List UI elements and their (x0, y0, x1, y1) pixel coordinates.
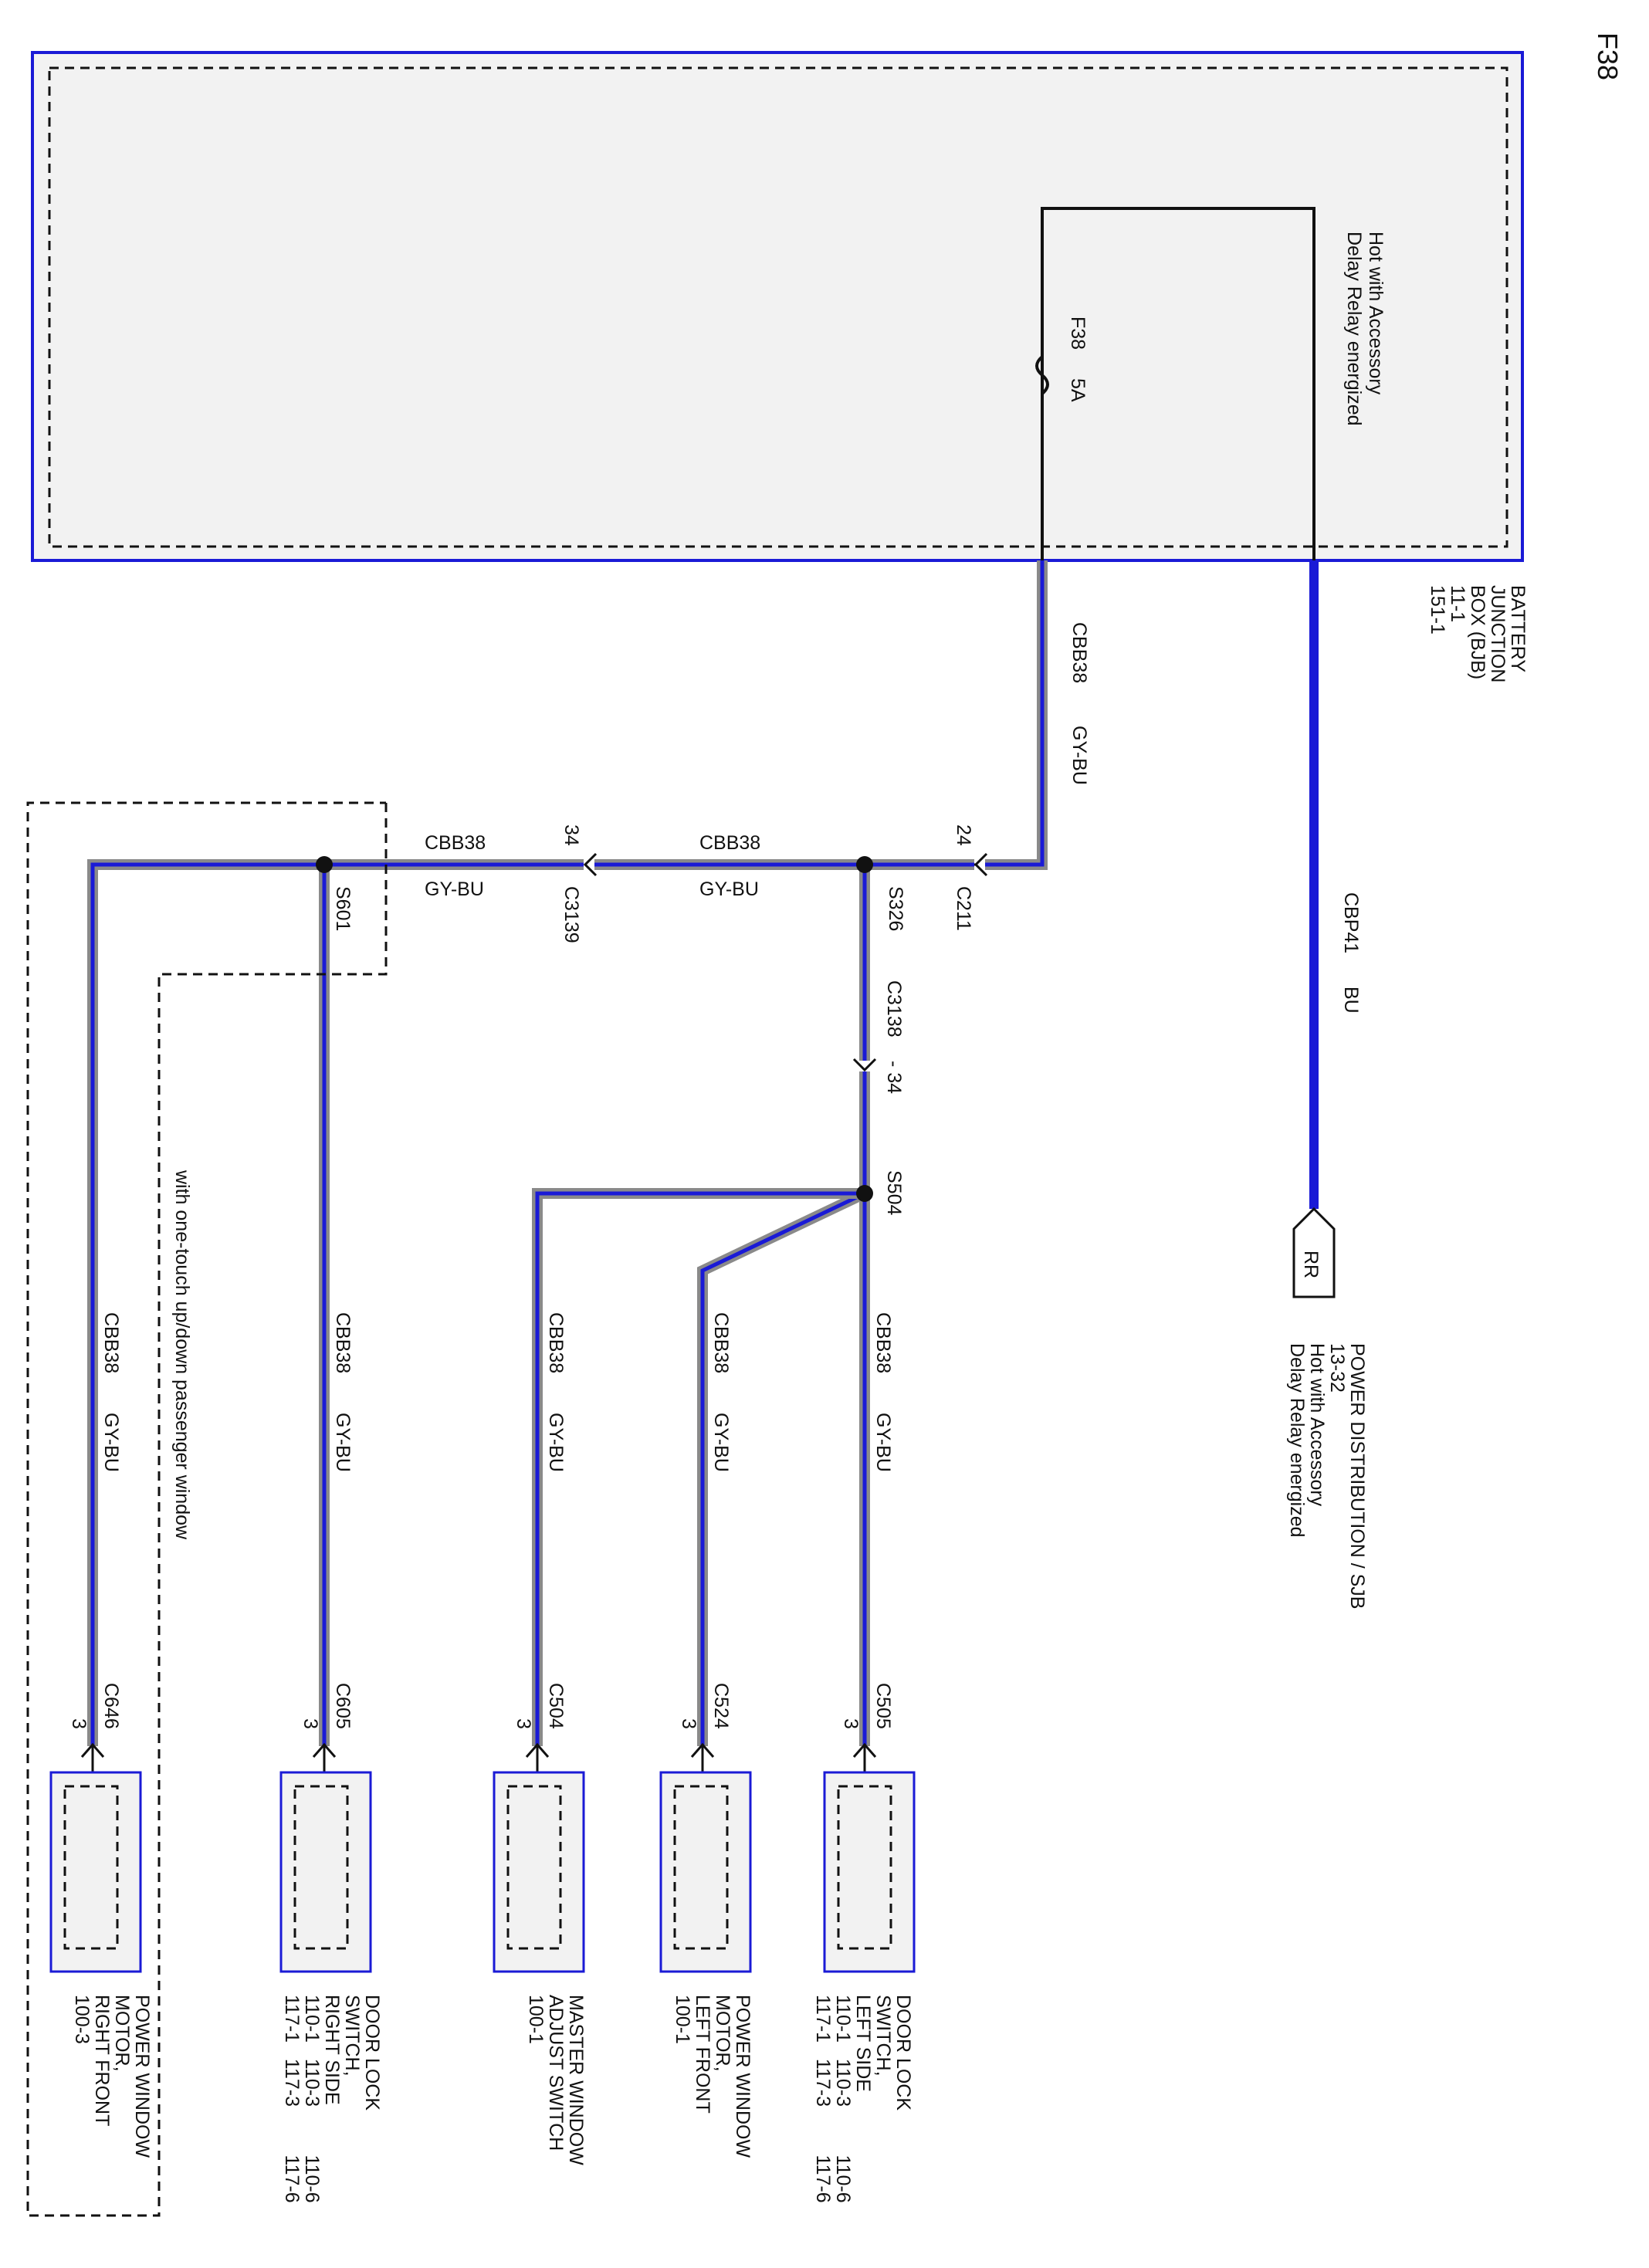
option-boundary (26, 801, 388, 2217)
branch-c605-connector: C605 (332, 1683, 354, 1729)
branch-c605-comp-3: RIGHT SIDE (321, 1995, 343, 2105)
power-dist-dest-2: 13-32 (1326, 1343, 1348, 1393)
branch-c646-comp-1: POWER WINDOW (131, 1995, 153, 2158)
branch-c524-pin: 3 (678, 1718, 699, 1729)
branch-c605: CBB38 GY-BU C605 3 DOOR LOCK SWITCH, RIG… (279, 1312, 383, 2203)
power-dist-dest-1: POWER DISTRIBUTION / SJB (1346, 1343, 1368, 1609)
s601-label: S601 (332, 886, 354, 931)
branch-c605-comp-1: DOOR LOCK (361, 1995, 383, 2111)
branch-c524: CBB38 GY-BU C524 3 POWER WINDOW MOTOR, L… (659, 1312, 753, 2158)
branch-c505-circuit: CBB38 (872, 1312, 894, 1373)
c3139-pin: 34 (560, 824, 582, 846)
c211-pin: 24 (953, 824, 974, 846)
fuse-icon (1035, 355, 1049, 395)
bjb-name-3: BOX (BJB) (1467, 585, 1488, 679)
s326-label: S326 (885, 886, 906, 931)
c3138-pin: - 34 (883, 1061, 905, 1094)
cbb38-mid-circuit: CBB38 (699, 832, 760, 854)
branch-c646-comp-2: MOTOR, (111, 1995, 133, 2072)
option-note: with one-touch up/down passenger window (171, 1170, 193, 1540)
bjb-name-1: BATTERY (1507, 585, 1529, 672)
connector-c3139-mark (583, 852, 598, 877)
branch-c504-pin: 3 (513, 1718, 534, 1729)
branch-c505-comp-3: LEFT SIDE (852, 1995, 874, 2092)
connector-rr: RR (1292, 1207, 1336, 1298)
branch-c505-pin: 3 (840, 1718, 862, 1729)
branch-c646-ref-1: 100-3 (71, 1995, 93, 2044)
branch-c504-connector: C504 (545, 1683, 567, 1729)
branch-c605-circuit: CBB38 (332, 1312, 354, 1373)
bjb-outline (31, 51, 1524, 562)
branch-c524-comp-3: LEFT FRONT (692, 1995, 713, 2114)
branch-c504-comp-2: ADJUST SWITCH (545, 1995, 567, 2151)
branch-c504-color: GY-BU (545, 1413, 567, 1472)
cbb38-left-circuit: CBB38 (425, 832, 486, 854)
branch-c504-circuit: CBB38 (545, 1312, 567, 1373)
branch-c524-comp-1: POWER WINDOW (732, 1995, 753, 2158)
power-dist-dest-4: Delay Relay energized (1286, 1343, 1308, 1538)
branch-c505-connector: C505 (872, 1683, 894, 1729)
branch-c505: CBB38 GY-BU C505 3 DOOR LOCK SWITCH, LEF… (812, 1312, 916, 2203)
branch-c646-pin: 3 (68, 1718, 90, 1729)
power-dist-dest-3: Hot with Accessory (1306, 1343, 1328, 1507)
bjb-hot-note-1: Hot with Accessory (1365, 232, 1387, 395)
branch-c504-comp-1: MASTER WINDOW (565, 1995, 587, 2165)
bjb-name-2: JUNCTION (1487, 585, 1508, 682)
branch-c505-comp-1: DOOR LOCK (892, 1995, 914, 2111)
bjb-inner-dashed (48, 66, 1508, 548)
branch-c605-comp-2: SWITCH, (341, 1995, 363, 2077)
cbp41-color-label: BU (1340, 987, 1362, 1014)
branch-c524-comp-2: MOTOR, (712, 1995, 733, 2072)
bjb-ref-1: 11-1 (1447, 585, 1468, 622)
branch-c646-color: GY-BU (100, 1413, 122, 1472)
branch-c605-pin: 3 (300, 1718, 321, 1729)
branch-c505-color: GY-BU (872, 1413, 894, 1472)
branch-c646: CBB38 GY-BU C646 3 POWER WINDOW MOTOR, R… (49, 1312, 153, 2158)
branch-c646-circuit: CBB38 (100, 1312, 122, 1373)
branch-c505-ref-2: 117-1 117-3 117-6 (812, 1995, 834, 2203)
s504-label: S504 (883, 1170, 905, 1215)
cbb38-mid-color: GY-BU (699, 878, 759, 900)
connector-c211-mark (973, 852, 988, 877)
connector-rr-label: RR (1300, 1251, 1322, 1278)
branch-c505-comp-2: SWITCH, (872, 1995, 894, 2077)
cbb38-trunk-circuit: CBB38 (1068, 622, 1090, 683)
branch-c605-ref-1: 110-1 110-3 110-6 (301, 1995, 323, 2203)
branch-c646-comp-3: RIGHT FRONT (91, 1995, 113, 2126)
branch-c605-ref-2: 117-1 117-3 117-6 (281, 1995, 303, 2203)
bjb-hot-note-2: Delay Relay energized (1343, 232, 1365, 426)
branch-c646-connector: C646 (100, 1683, 122, 1729)
branch-c605-color: GY-BU (332, 1413, 354, 1472)
wire-cbb38-main (87, 560, 1048, 1746)
cbb38-trunk-color: GY-BU (1068, 726, 1090, 785)
splice-s601 (316, 856, 333, 873)
c3138-label: C3138 (883, 980, 905, 1038)
battery-junction-box: F38 5A Hot with Accessory Delay Relay en… (31, 51, 1524, 562)
cbp41-circuit-label: CBP41 (1340, 892, 1362, 953)
fuse-id-label: F38 (1067, 317, 1089, 350)
cbb38-left-color: GY-BU (425, 878, 484, 900)
c211-label: C211 (953, 886, 974, 931)
splice-s326 (856, 856, 873, 873)
bjb-internal-bus (1041, 207, 1315, 560)
branch-c524-circuit: CBB38 (710, 1312, 732, 1373)
page-title: F38 (1592, 32, 1624, 80)
branch-c524-connector: C524 (710, 1683, 732, 1729)
branch-c524-ref-1: 100-1 (672, 1995, 693, 2044)
connector-c3138-mark (852, 1058, 877, 1072)
branch-c524-color: GY-BU (710, 1413, 732, 1472)
splice-s504 (856, 1185, 873, 1202)
bjb-ref-2: 151-1 (1427, 585, 1448, 635)
branch-c504-comp-3: 100-1 (525, 1995, 547, 2044)
branch-c504: CBB38 GY-BU C504 3 MASTER WINDOW ADJUST … (493, 1312, 587, 2165)
c3139-label: C3139 (560, 886, 582, 943)
fuse-rating-label: 5A (1067, 378, 1089, 402)
branch-c505-ref-1: 110-1 110-3 110-6 (832, 1995, 854, 2203)
